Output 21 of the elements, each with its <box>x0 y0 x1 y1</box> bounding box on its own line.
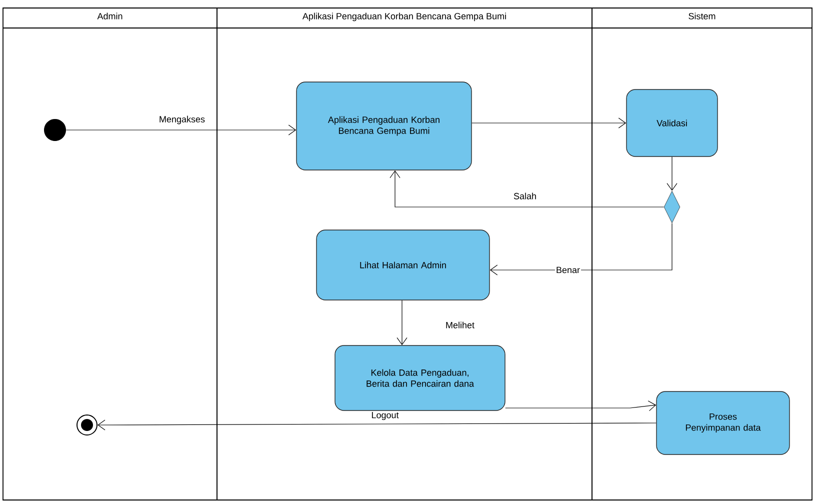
arrow <box>505 400 656 412</box>
arrow <box>490 222 672 276</box>
start-node <box>44 119 66 141</box>
edge-label: Logout <box>372 412 399 420</box>
arrow <box>98 420 656 430</box>
arrow <box>66 124 296 136</box>
arrow <box>396 300 408 346</box>
edge-label: Mengakses <box>160 116 205 124</box>
edge-label: Benar <box>556 266 580 274</box>
edge-label: Salah <box>514 192 536 200</box>
end-node <box>76 414 98 436</box>
action-box: Lihat Halaman Admin <box>316 230 490 300</box>
action-box: Kelola Data Pengaduan, Berita dan Pencairan dana <box>334 345 506 411</box>
action-box: Proses Penyimpanan data <box>656 391 790 455</box>
action-box: Validasi <box>626 89 718 157</box>
action-box: Aplikasi Pengaduan Korban Bencana Gempa Bumi <box>296 82 472 170</box>
arrow <box>472 118 626 128</box>
edge-label: Melihet <box>446 322 474 328</box>
arrow <box>666 156 678 191</box>
decision-diamond <box>664 190 680 224</box>
arrow <box>390 170 664 208</box>
